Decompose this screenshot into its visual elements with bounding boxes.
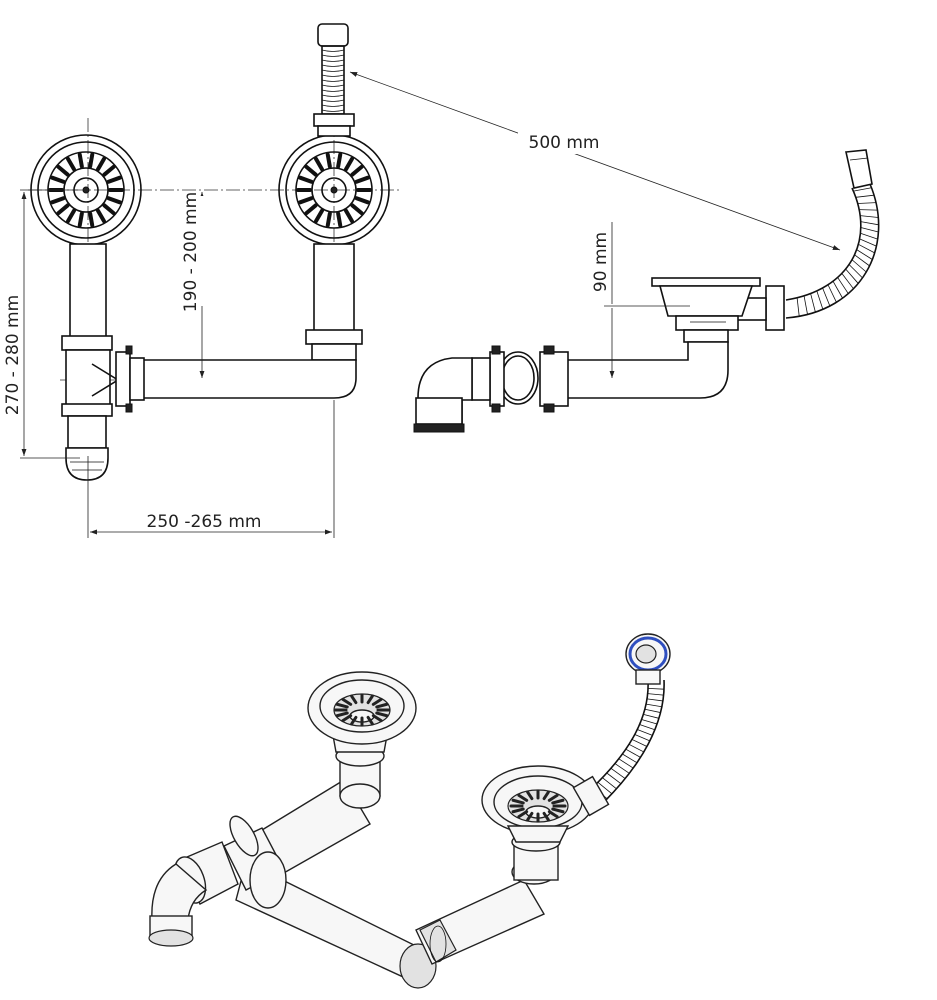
dimension-width: 250 -265 mm: [87, 400, 335, 538]
dim-basket-to-pipe-label: 190 - 200 mm: [181, 192, 201, 312]
dimension-basket-to-pipe: 190 - 200 mm: [181, 192, 212, 378]
dimension-depth: 90 mm: [591, 222, 690, 378]
strainer-body-side: [651, 277, 761, 343]
side-trap-pipe: [413, 341, 729, 433]
dim-depth-label: 90 mm: [591, 232, 611, 292]
overflow-outlet-side: [845, 149, 873, 189]
overflow-hose-front: [313, 23, 355, 137]
dimension-hose: 500 mm: [349, 71, 841, 251]
overflow-connector: [765, 285, 785, 331]
dim-width-label: 250 -265 mm: [147, 512, 262, 532]
iso-tee-and-elbow: [148, 815, 287, 947]
isometric-view: [148, 633, 671, 989]
right-tailpiece-and-connector: [115, 243, 363, 413]
left-tailpiece: [61, 243, 120, 481]
dim-hose-label: 500 mm: [529, 133, 600, 153]
dim-height-label: 270 - 280 mm: [3, 295, 23, 415]
overflow-hose-side: [785, 183, 880, 319]
iso-overflow-hose: [572, 633, 671, 817]
dimension-height: 270 - 280 mm: [3, 189, 80, 459]
side-view: 500 mm 90 mm: [349, 71, 880, 433]
iso-left-strainer: [261, 671, 417, 875]
front-view: 270 - 280 mm 190 - 200 mm 250 -265 mm: [3, 23, 402, 538]
iso-right-strainer: [481, 765, 595, 843]
right-strainer-basket: [278, 134, 390, 246]
